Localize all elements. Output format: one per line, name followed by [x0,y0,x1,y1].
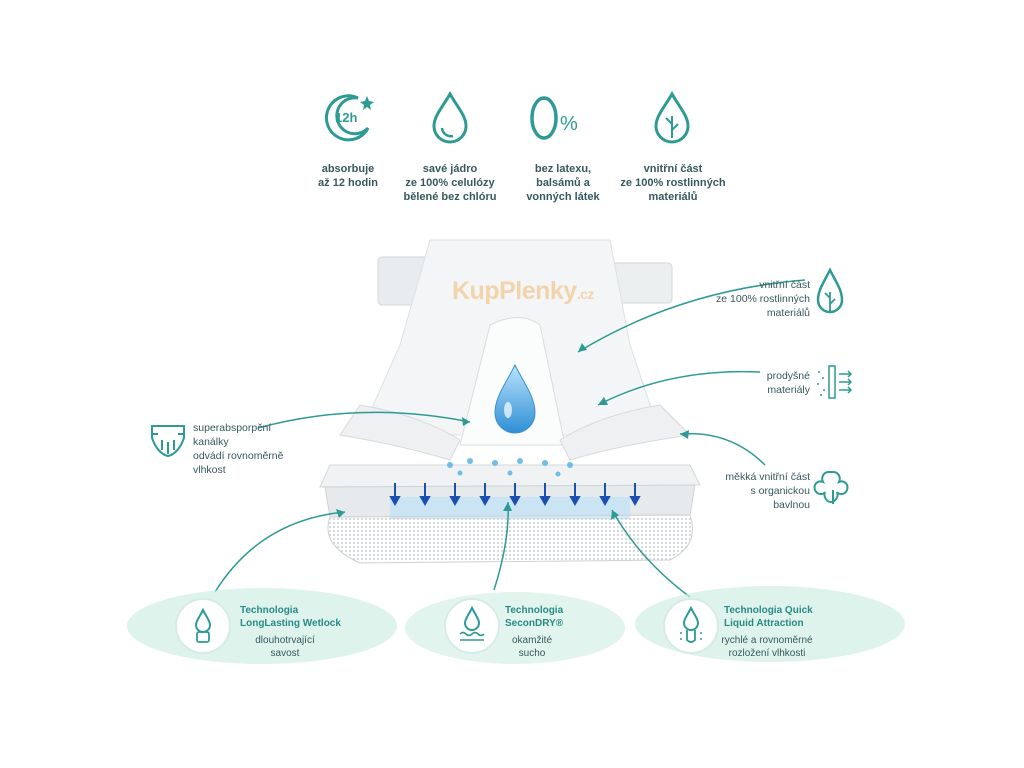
diaper-icon [151,425,185,458]
watercolor-background [127,586,905,664]
feature-label-plant: vnitřní část ze 100% rostlinných materiá… [620,163,726,203]
leaf-drop-icon [654,90,690,144]
leaf-drop-icon [816,267,844,314]
tech-title-quick: Technologia Quick Liquid Attraction [724,605,813,629]
feature-label-core: savé jádro ze 100% celulózy bělené bez c… [403,163,497,203]
callout-superabsorbent: superabsporpční kanálky odvádí rovnoměrn… [193,422,284,476]
tech-desc-quick: rychlé a rovnoměrné rozložení vlhkosti [721,635,813,659]
watermark-logo: KupPlenky.cz [452,277,594,305]
callout-breathable: prodyšné materiály [766,370,810,396]
diaper-illustration [319,239,701,564]
tech-icon-secondry [444,598,500,654]
tech-title-wetlock: Technologia LongLasting Wetlock [240,605,341,629]
tech-desc-secondry: okamžité sucho [511,635,552,659]
feature-label-absorb: absorbuje až 12 hodin [318,163,378,189]
tech-title-secondry: Technologia SeconDRY® [505,605,564,629]
cotton-flower-icon [813,471,849,504]
svg-text:%: % [560,113,578,135]
callout-organic-cotton: měkká vnitřní část s organickou bavlnou [725,471,810,511]
callout-plant: vnitřní část ze 100% rostlinných materiá… [716,279,810,319]
zero-percent-icon: % [530,96,578,140]
quick-attraction-icon [680,605,702,643]
breathable-icon [817,365,853,399]
tech-desc-wetlock: dlouhotrvající savost [255,635,315,659]
water-drop-icon [432,90,468,144]
tech-icon-quick [663,598,719,654]
wetlock-icon [194,607,212,643]
feature-label-no-latex: bez latexu, balsámů a vonných látek [526,163,600,203]
svg-text:12h: 12h [335,110,357,125]
secondry-icon [459,605,485,641]
tech-icon-wetlock [175,598,231,654]
moon-12h-icon: 12h [325,94,374,142]
